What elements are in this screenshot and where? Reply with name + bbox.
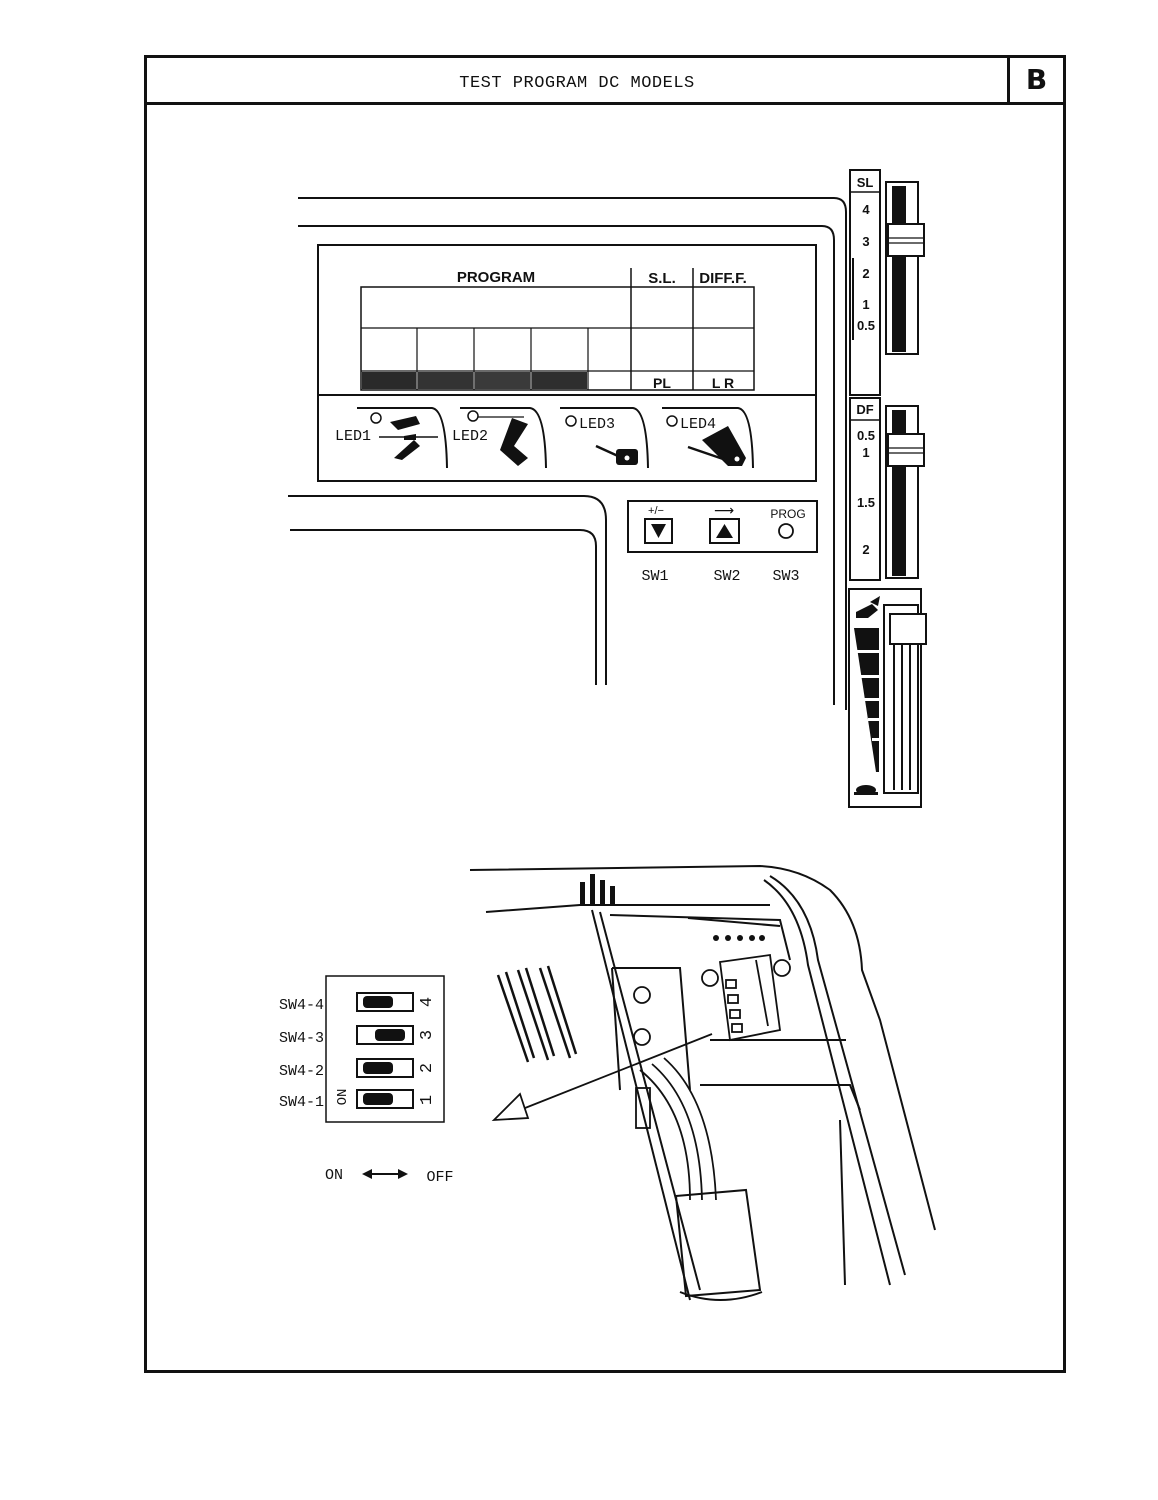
diff-label: DIFF.F. [699, 270, 747, 287]
sl-tick-3: 3 [862, 234, 869, 249]
speed-slider-panel [848, 588, 922, 808]
program-label: PROGRAM [457, 269, 535, 286]
df-slider-label: DF [856, 402, 873, 417]
led3-label: LED3 [579, 416, 615, 433]
lr-label: L R [712, 375, 734, 391]
pl-label: PL [653, 375, 671, 391]
dip-switch-1[interactable] [356, 1089, 414, 1109]
up-arrow-icon [716, 524, 733, 538]
sw4-2-label: SW4-2 [279, 1063, 324, 1080]
machine-wires [635, 1057, 717, 1201]
dip-switch-block-on-machine [718, 953, 782, 1042]
presser-foot-icon [500, 418, 528, 466]
on-label: ON [325, 1167, 343, 1184]
sl-tick-4: 4 [862, 202, 870, 217]
double-arrow-icon [362, 1169, 408, 1179]
led1-label: LED1 [335, 428, 371, 445]
sw4-3-label: SW4-3 [279, 1030, 324, 1047]
sw2-label: SW2 [713, 568, 740, 585]
dip-number-3: 3 [418, 1030, 437, 1040]
dip-number-4: 4 [418, 997, 437, 1007]
machine-vent-slots [496, 965, 578, 1063]
wire-connector-plug [674, 1188, 763, 1301]
df-tick-0-5: 0.5 [857, 428, 875, 443]
document-sheet: TEST PROGRAM DC MODELS B [144, 55, 1066, 1373]
dip-number-1: 1 [418, 1095, 437, 1105]
df-slider-knob[interactable] [887, 433, 925, 467]
prog-label: PROG [770, 507, 805, 521]
df-tick-1-5: 1.5 [857, 495, 875, 510]
sw1-button[interactable] [644, 518, 673, 544]
led4-label: LED4 [680, 416, 716, 433]
led-brackets [357, 407, 754, 469]
rabbit-icon [856, 596, 880, 618]
dip-switch-2[interactable] [356, 1058, 414, 1078]
button-panel [627, 500, 818, 553]
zigzag-stitch-icon [379, 416, 438, 460]
header-bar: TEST PROGRAM DC MODELS B [147, 58, 1063, 105]
sw1-symbol: +/− [648, 505, 664, 517]
machine-board-dots [713, 935, 765, 941]
down-arrow-icon [651, 524, 666, 538]
display-panel [317, 244, 817, 482]
sl-tick-2: 2 [862, 266, 869, 281]
sw2-symbol: ⟶ [714, 502, 734, 518]
led2-label: LED2 [452, 428, 488, 445]
sw3-prog-button[interactable] [778, 523, 794, 539]
led-indicator-circles [370, 410, 678, 427]
sw1-label: SW1 [641, 568, 668, 585]
df-tick-2: 2 [862, 542, 869, 557]
df-tick-1: 1 [862, 445, 869, 460]
knee-lift-icon [687, 426, 746, 466]
lever-icon [595, 444, 638, 465]
sl-tick-0-5: 0.5 [857, 318, 875, 333]
sw2-button[interactable] [709, 518, 740, 544]
machine-illustration [469, 864, 936, 1301]
control-panel-outline [288, 197, 847, 710]
sl-slider-knob[interactable] [887, 223, 925, 257]
machine-screws [633, 959, 791, 1046]
dip-number-2: 2 [418, 1063, 437, 1073]
dip-switch-4[interactable] [356, 992, 414, 1012]
sl-slider-label: SL [857, 175, 874, 190]
sl-label: S.L. [648, 270, 676, 287]
off-label: OFF [426, 1169, 453, 1186]
sl-tick-1: 1 [862, 297, 869, 312]
sl-slider-panel [849, 169, 919, 396]
machine-upright-posts [580, 874, 615, 904]
pointer-arrow [491, 1033, 713, 1122]
page-title: TEST PROGRAM DC MODELS [459, 74, 695, 93]
df-slider-panel [849, 397, 919, 581]
sw3-label: SW3 [772, 568, 799, 585]
section-letter-badge: B [1007, 58, 1063, 102]
sw4-1-label: SW4-1 [279, 1094, 324, 1111]
sw4-4-label: SW4-4 [279, 997, 324, 1014]
dip-on-text: ON [335, 1089, 351, 1106]
speed-slider-knob[interactable] [889, 613, 927, 645]
turtle-icon [854, 785, 878, 795]
dip-switch-3[interactable] [356, 1025, 414, 1045]
dip-switch-detail-box [325, 975, 445, 1123]
